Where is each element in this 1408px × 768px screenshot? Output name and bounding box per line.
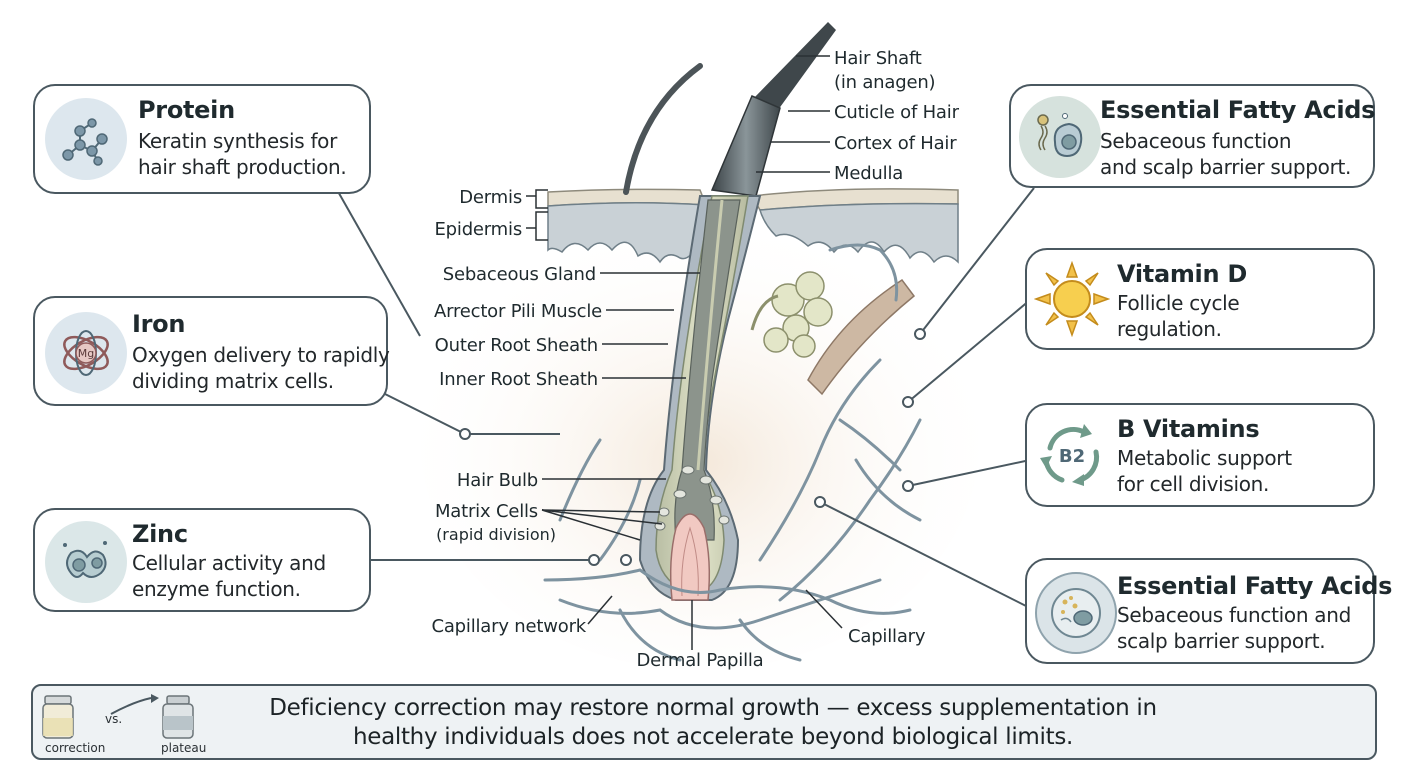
label-hair-shaft: Hair Shaft xyxy=(834,48,922,69)
label-hair-bulb: Hair Bulb xyxy=(457,470,538,491)
sun-icon-graphic xyxy=(1034,261,1110,337)
efa-bottom-description: Sebaceous function and scalp barrier sup… xyxy=(1117,602,1351,654)
iron-card: Mg Iron Oxygen delivery to rapidly divid… xyxy=(33,296,390,406)
footer-line-2: healthy individuals does not accelerate … xyxy=(352,724,1074,750)
label-cortex: Cortex of Hair xyxy=(834,133,957,154)
hair-shaft-outer xyxy=(710,95,781,197)
petri-dish-icon xyxy=(1035,572,1117,654)
zinc-description: Cellular activity and enzyme function. xyxy=(132,550,326,602)
connector-lines xyxy=(335,187,1035,609)
protein-line-1: Keratin synthesis for xyxy=(138,129,338,153)
matrix-cells xyxy=(654,465,730,531)
cell-icon-graphic xyxy=(63,541,107,578)
iron-line-1: Oxygen delivery to rapidly xyxy=(132,343,390,367)
label-inner-root-sheath: Inner Root Sheath xyxy=(439,369,598,390)
hemoglobin-icon: Mg xyxy=(45,312,127,394)
dermal-papilla-inner xyxy=(681,526,699,597)
label-in-anagen: (in anagen) xyxy=(834,72,935,93)
label-sebaceous-gland: Sebaceous Gland xyxy=(443,264,596,285)
mg-label: Mg xyxy=(78,347,94,360)
cell-icon xyxy=(45,521,127,603)
zinc-line-1: Cellular activity and xyxy=(132,551,326,575)
iron-description: Oxygen delivery to rapidly dividing matr… xyxy=(132,342,390,394)
b-vitamins-title: B Vitamins xyxy=(1117,415,1260,443)
label-medulla: Medulla xyxy=(834,163,903,184)
vitamin-d-line-2: regulation. xyxy=(1117,317,1222,341)
sebaceous-duct xyxy=(750,294,779,331)
dermis-layer-right xyxy=(759,202,959,264)
medulla-line xyxy=(696,199,724,471)
label-outer-root-sheath: Outer Root Sheath xyxy=(435,335,598,356)
vitamin-d-line-1: Follicle cycle xyxy=(1117,291,1240,315)
dermal-papilla xyxy=(669,513,711,601)
footer-message: Deficiency correction may restore normal… xyxy=(263,694,1163,752)
b2-cycle-icon: B2 xyxy=(1031,415,1113,497)
label-capillary: Capillary xyxy=(848,626,926,647)
efa-bottom-line-1: Sebaceous function and xyxy=(1117,603,1352,627)
efa-bottom-card: Essential Fatty Acids Sebaceous function… xyxy=(1025,558,1392,664)
label-leaders xyxy=(526,55,843,650)
b-vitamins-line-2: for cell division. xyxy=(1117,472,1270,496)
sebaceous-gland xyxy=(763,271,833,358)
label-matrix-cells: Matrix Cells xyxy=(435,501,538,522)
efa-top-line-2: and scalp barrier support. xyxy=(1100,155,1352,179)
label-plateau: plateau xyxy=(161,741,207,755)
b2-badge: B2 xyxy=(1059,446,1085,467)
label-dermal-papilla: Dermal Papilla xyxy=(636,650,763,671)
b-vitamins-description: Metabolic support for cell division. xyxy=(1117,445,1292,497)
efa-bottom-title: Essential Fatty Acids xyxy=(1117,572,1393,600)
label-capillary-network: Capillary network xyxy=(431,616,586,637)
zinc-title: Zinc xyxy=(132,520,188,548)
lipid-cell-icon-graphic xyxy=(1037,113,1083,158)
efa-top-title: Essential Fatty Acids xyxy=(1100,96,1376,124)
zinc-line-2: enzyme function. xyxy=(132,577,301,601)
protein-title: Protein xyxy=(138,96,235,124)
neighbor-hair xyxy=(623,63,703,195)
vitamin-d-card: Vitamin D Follicle cycle regulation. xyxy=(1025,248,1375,350)
arrector-pili-muscle xyxy=(807,278,916,396)
zinc-card: Zinc Cellular activity and enzyme functi… xyxy=(33,508,371,612)
sun-icon xyxy=(1031,258,1113,340)
efa-top-description: Sebaceous function and scalp barrier sup… xyxy=(1100,128,1351,180)
vitamin-d-title: Vitamin D xyxy=(1117,260,1247,288)
petri-dish-icon-graphic xyxy=(1051,588,1101,638)
label-correction: correction xyxy=(45,741,106,755)
protein-description: Keratin synthesis for hair shaft product… xyxy=(138,128,347,180)
label-vs: vs. xyxy=(105,712,123,726)
iron-title: Iron xyxy=(132,310,186,338)
iron-line-2: dividing matrix cells. xyxy=(132,369,334,393)
label-epidermis: Epidermis xyxy=(435,219,523,240)
b2-cycle-icon-graphic: B2 xyxy=(1040,424,1100,486)
molecule-icon xyxy=(45,98,127,180)
connector-dots xyxy=(459,328,926,566)
efa-top-card: Essential Fatty Acids Sebaceous function… xyxy=(1009,84,1375,188)
label-cuticle: Cuticle of Hair xyxy=(834,102,960,123)
vitamin-d-description: Follicle cycle regulation. xyxy=(1117,290,1240,342)
hemoglobin-icon-graphic: Mg xyxy=(63,330,109,376)
efa-top-line-1: Sebaceous function xyxy=(1100,129,1292,153)
hair-shaft xyxy=(752,22,836,110)
label-dermis: Dermis xyxy=(459,187,522,208)
lipid-cell-icon xyxy=(1019,96,1101,178)
b-vitamins-card: B2 B Vitamins Metabolic support for cell… xyxy=(1025,403,1375,507)
protein-card: Protein Keratin synthesis for hair shaft… xyxy=(33,84,371,194)
protein-line-2: hair shaft production. xyxy=(138,155,347,179)
b-vitamins-line-1: Metabolic support xyxy=(1117,446,1292,470)
footer-banner: vs. correction plateau Deficiency correc… xyxy=(31,684,1377,760)
capillary-network xyxy=(543,243,922,662)
supplement-bottles-icon xyxy=(42,694,194,739)
footer-line-1: Deficiency correction may restore normal… xyxy=(269,695,1157,721)
efa-bottom-line-2: scalp barrier support. xyxy=(1117,629,1326,653)
molecule-icon-graphic xyxy=(62,118,108,166)
label-arrector-pili: Arrector Pili Muscle xyxy=(434,301,602,322)
label-rapid-division: (rapid division) xyxy=(436,525,556,544)
